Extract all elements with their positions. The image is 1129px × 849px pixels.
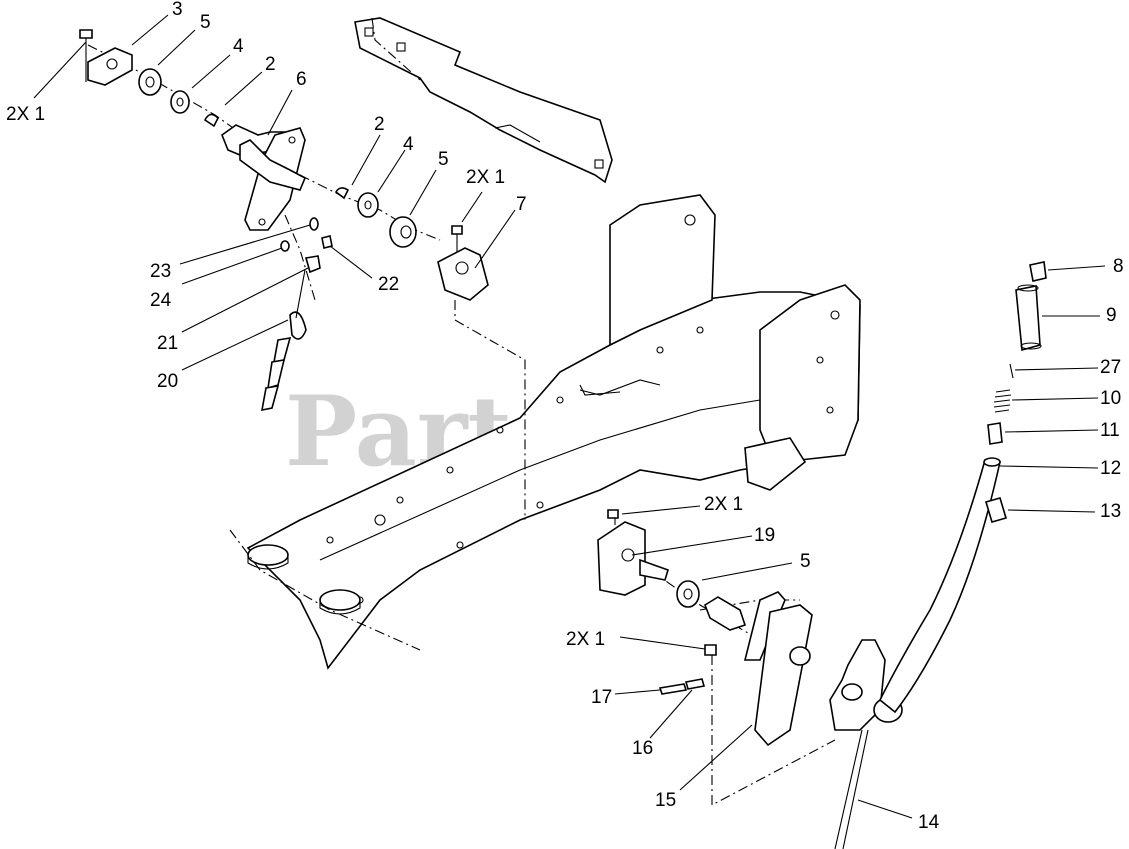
callout-21: 21	[157, 333, 178, 354]
callout-8: 8	[1113, 256, 1124, 277]
callout-5: 5	[200, 12, 211, 33]
callout-2x1: 2X 1	[566, 629, 605, 650]
callout-5: 5	[800, 551, 811, 572]
callout-22: 22	[378, 274, 399, 295]
callout-20: 20	[157, 371, 178, 392]
callout-17: 17	[591, 687, 612, 708]
callout-15: 15	[655, 790, 676, 811]
upper-linkage	[79, 29, 489, 412]
callout-11: 11	[1100, 420, 1120, 441]
top-plate	[354, 17, 613, 184]
callout-2: 2	[374, 114, 385, 135]
callout-2x1: 2X 1	[704, 494, 743, 515]
callouts: 3 5 4 2 6 2X 1 2 4 5 2X 1 7 23 24 22 21 …	[6, 0, 1124, 833]
callout-14: 14	[918, 812, 940, 833]
callout-13: 13	[1100, 501, 1121, 522]
chassis-frame	[246, 194, 861, 670]
callout-6: 6	[296, 69, 307, 90]
callout-24: 24	[150, 290, 172, 311]
callout-7: 7	[516, 194, 527, 215]
callout-4: 4	[233, 36, 244, 57]
callout-2x1: 2X 1	[6, 104, 45, 125]
frame-holes	[326, 214, 840, 604]
callout-2: 2	[265, 54, 276, 75]
callout-5: 5	[438, 149, 449, 170]
control-handle	[878, 261, 1047, 714]
lower-lever	[597, 509, 903, 849]
callout-23: 23	[150, 261, 171, 282]
callout-12: 12	[1100, 458, 1121, 479]
callout-19: 19	[754, 525, 775, 546]
callout-9: 9	[1106, 305, 1117, 326]
callout-16: 16	[632, 738, 653, 759]
callout-4: 4	[403, 134, 414, 155]
callout-2x1: 2X 1	[466, 167, 505, 188]
callout-27: 27	[1100, 357, 1121, 378]
callout-3: 3	[172, 0, 183, 20]
callout-10: 10	[1100, 388, 1121, 409]
leader-lines	[33, 14, 1106, 819]
